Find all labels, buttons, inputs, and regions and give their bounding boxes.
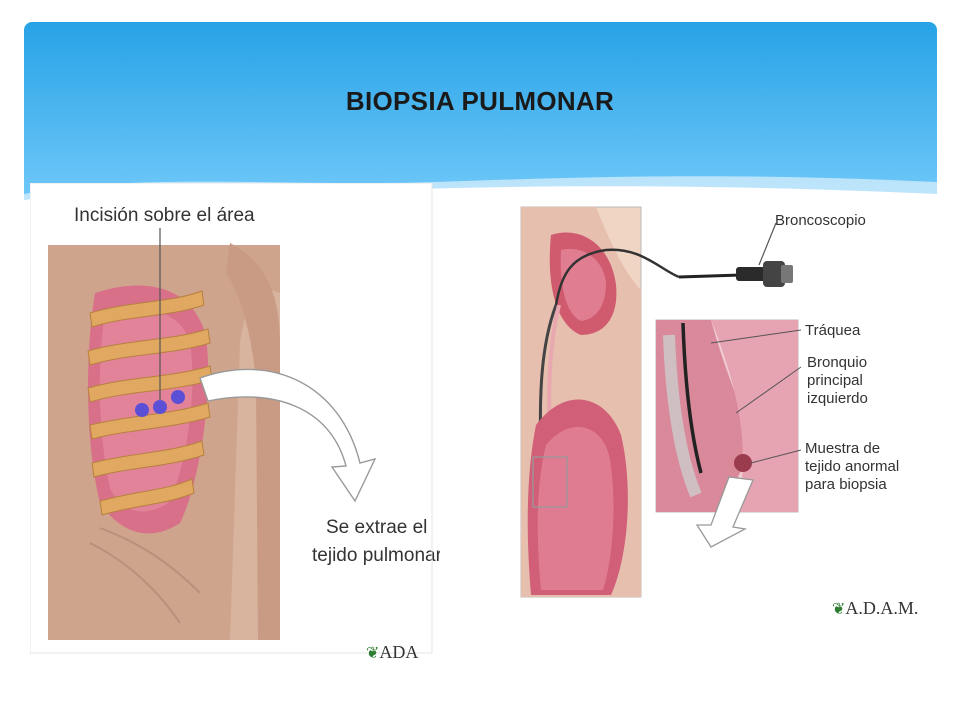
left-logo: ❦ADA	[366, 642, 418, 663]
label-sample-line2: tejido anormal	[805, 458, 899, 475]
incision-marker	[135, 403, 149, 417]
left-figure: Incisión sobre el área Se extrae el teji…	[30, 183, 440, 663]
label-trachea: Tráquea	[805, 322, 861, 339]
bronchoscope-device	[678, 261, 793, 287]
label-extract-line1: Se extrae el	[326, 517, 427, 538]
biopsy-sample	[734, 454, 752, 472]
label-bronchus-line3: izquierdo	[807, 390, 868, 407]
label-bronchoscope: Broncoscopio	[775, 212, 866, 229]
label-sample-line3: para biopsia	[805, 476, 887, 493]
label-bronchus-line1: Bronquio	[807, 354, 867, 371]
logo-text: ADA	[379, 642, 419, 662]
arrow-curve-icon	[695, 476, 754, 548]
right-figure: Broncoscopio Tráquea Bronquio principal …	[511, 195, 916, 605]
label-extract-line2: tejido pulmonar	[312, 545, 440, 566]
label-incision: Incisión sobre el área	[74, 205, 255, 226]
incision-marker	[171, 390, 185, 404]
slide-title: BIOPSIA PULMONAR	[345, 86, 615, 116]
label-sample-line1: Muestra de	[805, 440, 880, 457]
incision-marker	[153, 400, 167, 414]
label-bronchus-line2: principal	[807, 372, 863, 389]
arrow-curve-icon	[199, 368, 377, 503]
right-logo: ❦A.D.A.M.	[832, 598, 918, 619]
leaf-icon: ❦	[832, 601, 846, 618]
chest-incision-illustration: Incisión sobre el área Se extrae el teji…	[30, 183, 440, 654]
leaf-icon: ❦	[366, 645, 380, 662]
bronchoscopy-illustration: Broncoscopio Tráquea Bronquio principal …	[511, 195, 911, 600]
logo-text: A.D.A.M.	[845, 598, 919, 618]
